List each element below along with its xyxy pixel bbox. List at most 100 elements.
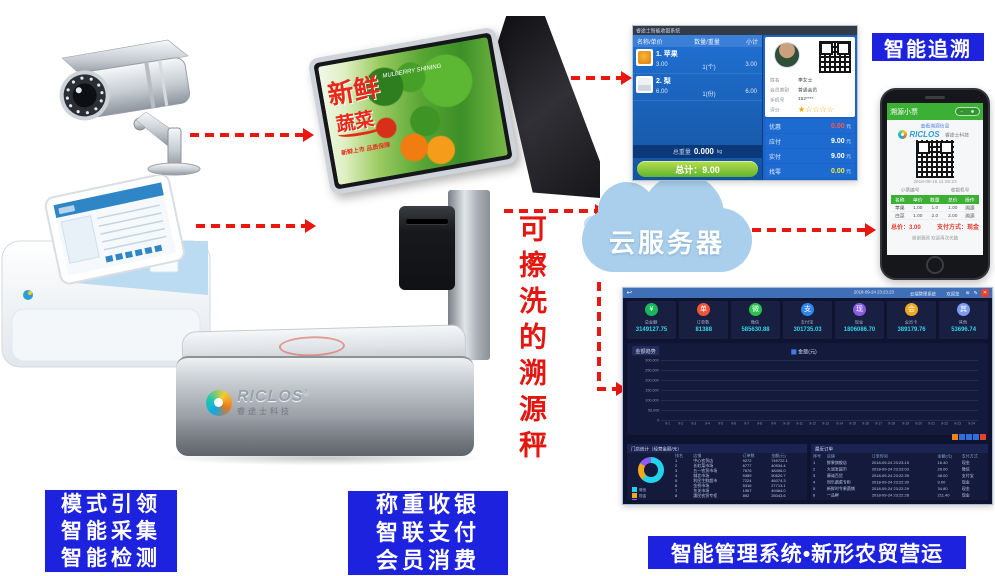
x-tick-label: 9-9 <box>770 422 776 426</box>
detection-device-illustration <box>1 175 211 368</box>
receipt-table-header: 名称单价数量总价操作 <box>891 195 979 204</box>
more-icon[interactable]: ‒ <box>960 109 963 114</box>
close-circle-icon[interactable]: ◉ <box>970 109 975 114</box>
stat-value: 1806086.70 <box>843 326 876 333</box>
miniprogram-title: 溯源小票 <box>890 108 918 116</box>
receipt-body: 查看溯源信息 RICLOS 睿途士科技 2018-08-16 11:26:23 … <box>887 120 983 255</box>
wifi-icon: ≋ <box>965 291 970 296</box>
x-tick-label: 9-15 <box>849 422 856 426</box>
receipt-payment: 支付方式：现金 <box>936 225 979 231</box>
pos-total-button[interactable]: 总计：9.00 <box>637 161 758 177</box>
receipt-qr-code[interactable] <box>916 140 954 178</box>
stat-label: 其他 <box>959 320 968 325</box>
miniprogram-capsule[interactable]: ‒ ◉ <box>955 107 980 116</box>
cloud-label: 云服务器 <box>608 228 725 258</box>
stat-label: 支付宝 <box>801 320 814 325</box>
phone-home-button[interactable] <box>926 256 944 274</box>
x-tick-label: 9-7 <box>744 422 750 426</box>
x-tick-label: 9-4 <box>704 422 710 426</box>
stat-value: 53696.74 <box>951 326 976 333</box>
stat-value: 585630.88 <box>741 326 770 333</box>
scale-ad-image: 新鲜 MULBERRY SHINING 蔬菜 新鲜上市 品质保障 <box>317 36 509 186</box>
table-header-row: 排名店铺订单数金额(元) <box>675 453 786 458</box>
edit-icon[interactable]: ✎ <box>973 291 978 296</box>
x-tick-label: 9-10 <box>783 422 790 426</box>
stat-label: 会员卡 <box>905 320 918 325</box>
arrow-scale-to-cloud <box>504 204 606 218</box>
dashboard-time: 2018-09-24 23:23:23 <box>853 290 895 296</box>
x-tick-label: 9-12 <box>809 422 817 426</box>
trace-link[interactable]: 查看溯源信息 <box>920 124 950 130</box>
scale-rear-display <box>498 16 600 198</box>
pos-column-headers: 名称/单价数量/重量小计 <box>633 35 762 47</box>
phone-brand-sub: 睿途士科技 <box>944 133 969 139</box>
pos-titlebar: 睿途士智能收银系统 <box>633 26 857 35</box>
item-name: 1. 苹果 <box>656 51 678 58</box>
ad-caption: 新鲜上市 品质保障 <box>340 142 391 158</box>
y-tick-label: 300,000 <box>645 359 659 363</box>
camera-ir-leds <box>65 76 104 115</box>
chart-title: 金额趋势 <box>632 346 660 356</box>
dashboard-system-name: 云端管理系统 <box>909 291 936 297</box>
arrow-scale-to-pos <box>556 71 632 85</box>
store-stats-title: 门店统计（经营金额/元） <box>627 444 807 453</box>
camera-body <box>59 57 191 121</box>
platter-stamp <box>278 335 346 358</box>
gridline <box>661 400 978 402</box>
x-tick-label: 9-3 <box>691 422 697 426</box>
item-name: 2. 梨 <box>656 78 671 85</box>
x-tick-label: 9-2 <box>678 422 684 426</box>
member-qr-code <box>819 41 851 73</box>
x-tick-label: 9-16 <box>862 422 869 426</box>
legend-swatch <box>791 348 797 355</box>
ad-caption-en: MULBERRY SHINING <box>382 63 442 80</box>
x-tick-label: 9-22 <box>941 422 949 426</box>
feature-box-right: 智能管理系统 •新形农贸营运 <box>648 536 966 569</box>
back-icon[interactable]: ↩ <box>626 289 633 297</box>
y-tick-label: 250,000 <box>645 369 659 373</box>
phone-speaker <box>925 96 945 99</box>
phone-brand: RICLOS <box>909 130 940 139</box>
item-thumbnail <box>636 76 653 93</box>
gridline <box>661 420 978 421</box>
device-logo-icon <box>23 290 33 300</box>
gridline <box>661 380 978 382</box>
y-tick-label: 200,000 <box>645 379 659 383</box>
device-screen[interactable] <box>44 175 186 285</box>
vertical-caption: 可擦洗的溯源秤 <box>515 214 548 466</box>
stat-icon: ¥ <box>645 303 658 316</box>
gridline <box>661 360 978 361</box>
stat-icon: 会 <box>905 303 918 316</box>
close-button[interactable]: ✕ <box>981 289 989 297</box>
arrow-into-dashboard <box>597 382 627 396</box>
ad-title-1: 新鲜 <box>325 71 382 111</box>
scale-front-display[interactable]: 新鲜 MULBERRY SHINING 蔬菜 新鲜上市 品质保障 <box>307 26 519 196</box>
x-tick-label: 9-23 <box>954 422 962 426</box>
recent-orders-title: 最近订单 <box>811 444 988 453</box>
store-stats-panel: 门店统计（经营金额/元） 微信现金其他 排名店铺订单数金额(元)1中心农贸店92… <box>627 444 807 500</box>
dashboard-welcome: 欢迎您 <box>946 291 960 297</box>
